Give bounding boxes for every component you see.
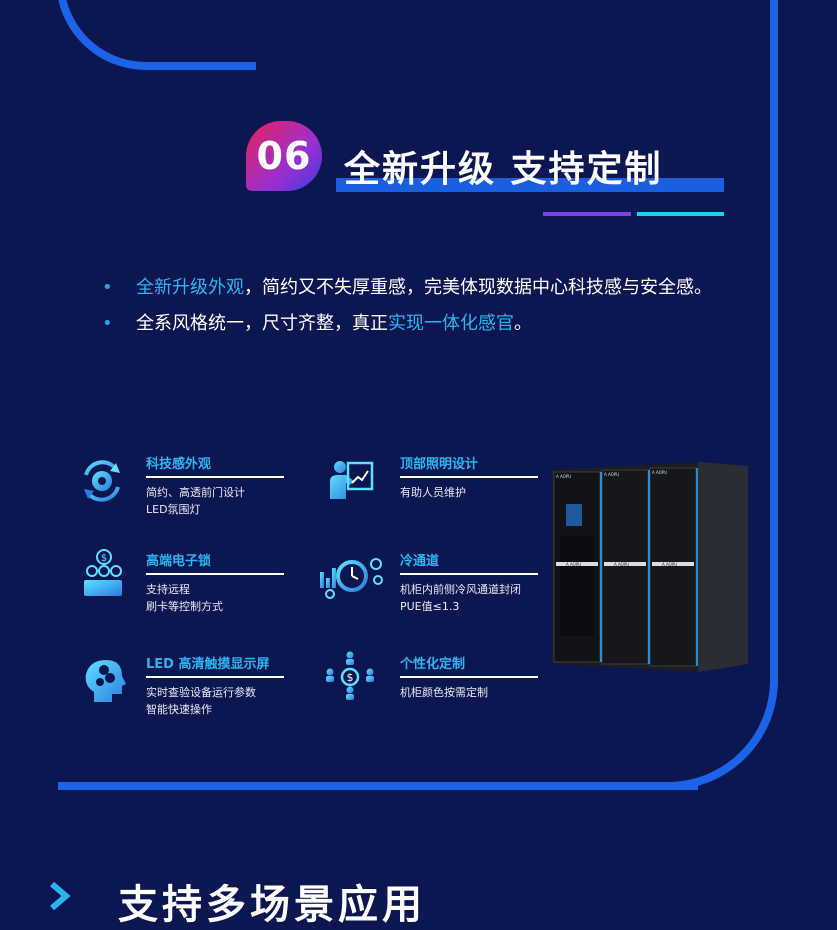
cabinet-brand-label: A AOPU [662,562,677,567]
server-cabinet-image: A AOPU A AOPU A AOPU A AOPU A AOPU A AOP… [552,462,748,672]
cabinet-brand-label: A AOPU [652,470,667,475]
feature-divider [400,476,538,478]
bullet-2-prefix: 全系风格统一，尺寸齐整，真正 [136,313,388,334]
title-underline-bar [336,178,724,192]
next-section-title: 支持多场景应用 [118,882,426,928]
bullet-dot: • [102,277,113,298]
bullet-item-2: • 全系风格统一，尺寸齐整，真正实现一体化感官。 [102,306,732,342]
frame-bottom-line [58,782,698,790]
presenter-chart-icon [330,461,374,499]
feature-led-touchscreen: LED 高清触摸显示屏 实时查验设备运行参数 智能快速操作 [146,653,366,718]
chevron-right-icon [50,882,71,910]
feature-desc-line: 支持远程 [146,583,190,596]
head-coins-icon [85,660,126,702]
feature-desc-line: 刷卡等控制方式 [146,600,223,613]
feature-top-lighting: 顶部照明设计 有助人员维护 [400,453,620,501]
feature-desc-line: 有助人员维护 [400,486,466,499]
feature-divider [400,573,538,575]
feature-desc-line: LED氛围灯 [146,503,201,516]
section-title: 全新升级 支持定制 [344,149,663,190]
feature-divider [400,676,538,678]
bullet-item-1: • 全新升级外观，简约又不失厚重感，完美体现数据中心科技感与安全感。 [102,270,732,306]
people-network-icon: $ [326,651,374,700]
feature-divider [146,573,284,575]
clock-coins-icon [320,558,383,599]
money-lock-icon: $ [84,549,122,596]
feature-electronic-lock: 高端电子锁 支持远程 刷卡等控制方式 [146,550,366,615]
feature-title: 冷通道 [400,554,440,569]
bullet-1-highlight: 全新升级外观 [136,277,244,298]
feature-desc-line: PUE值≤1.3 [400,600,460,613]
feature-cold-aisle: 冷通道 机柜内前侧冷风通道封闭 PUE值≤1.3 [400,550,620,615]
feature-desc-line: 实时查验设备运行参数 [146,686,256,699]
feature-divider [146,676,284,678]
feature-title: 科技感外观 [146,457,212,472]
bullet-2-suffix: 。 [514,313,532,334]
feature-desc-line: 机柜颜色按需定制 [400,686,488,699]
feature-desc-line: 机柜内前侧冷风通道封闭 [400,583,521,596]
feature-title: 顶部照明设计 [400,457,479,472]
cabinet-brand-label: A AOPU [614,562,629,567]
feature-title: 个性化定制 [400,657,466,672]
section-number-badge: 06 [246,121,322,191]
bullet-2-highlight: 实现一体化感官 [388,313,514,334]
feature-customization: 个性化定制 机柜颜色按需定制 [400,653,620,701]
feature-desc-line: 简约、高透前门设计 [146,486,245,499]
feature-desc-line: 智能快速操作 [146,703,212,716]
svg-text:$: $ [347,671,354,684]
feature-title: 高端电子锁 [146,554,212,569]
feature-title: LED 高清触摸显示屏 [146,657,270,672]
svg-text:$: $ [101,553,107,564]
cabinet-brand-label: A AOPU [566,562,581,567]
cabinet-brand-label: A AOPU [604,472,619,477]
cabinet-brand-label: A AOPU [556,474,571,479]
gear-refresh-icon [84,460,120,502]
bullet-list: • 全新升级外观，简约又不失厚重感，完美体现数据中心科技感与安全感。 • 全系风格统… [102,270,732,342]
decor-cyan-line [637,212,724,216]
bullet-1-text: ，简约又不失厚重感，完美体现数据中心科技感与安全感。 [244,277,712,298]
decor-purple-line [543,212,631,216]
feature-divider [146,476,284,478]
bullet-dot: • [102,313,113,334]
feature-tech-look: 科技感外观 简约、高透前门设计 LED氛围灯 [146,453,366,518]
